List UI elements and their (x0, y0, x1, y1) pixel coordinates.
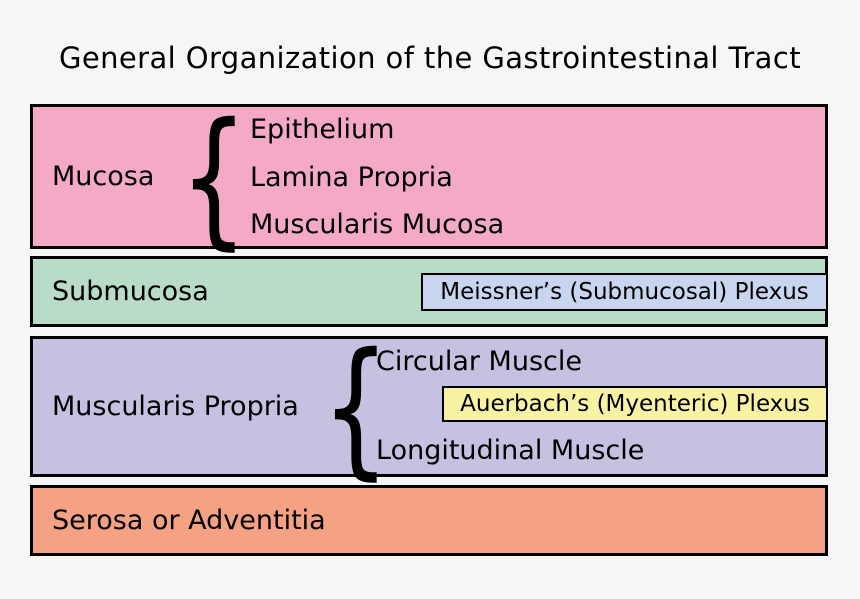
layer-band-mucosa: Mucosa { Epithelium Lamina Propria Muscu… (30, 89, 828, 264)
sublayer-lamina-propria: Lamina Propria (250, 162, 453, 193)
layer-label-mucosa: Mucosa (52, 161, 155, 192)
meissner-plexus-label: Meissner’s (Submucosal) Plexus (440, 279, 809, 305)
sublayer-muscularis-mucosa: Muscularis Mucosa (250, 209, 505, 240)
layer-band-muscularis-propria: Muscularis Propria { Circular Muscle Aue… (30, 319, 828, 494)
layer-label-serosa: Serosa or Adventitia (52, 505, 326, 536)
auerbach-plexus-label: Auerbach’s (Myenteric) Plexus (460, 391, 810, 417)
diagram-title: General Organization of the Gastrointest… (59, 41, 801, 75)
sublayer-epithelium: Epithelium (250, 114, 395, 145)
curly-brace-icon: { (179, 89, 249, 264)
sublayer-longitudinal-muscle: Longitudinal Muscle (376, 435, 645, 466)
meissner-plexus-box: Meissner’s (Submucosal) Plexus (421, 273, 828, 311)
sublayer-circular-muscle: Circular Muscle (376, 346, 582, 377)
layer-band-submucosa: Submucosa Meissner’s (Submucosal) Plexus (30, 256, 828, 327)
layer-label-submucosa: Submucosa (52, 276, 209, 307)
auerbach-plexus-box: Auerbach’s (Myenteric) Plexus (442, 386, 828, 422)
layer-band-serosa: Serosa or Adventitia (30, 485, 828, 556)
layer-label-muscularis-propria: Muscularis Propria (52, 391, 299, 422)
curly-brace-icon: { (321, 319, 391, 494)
